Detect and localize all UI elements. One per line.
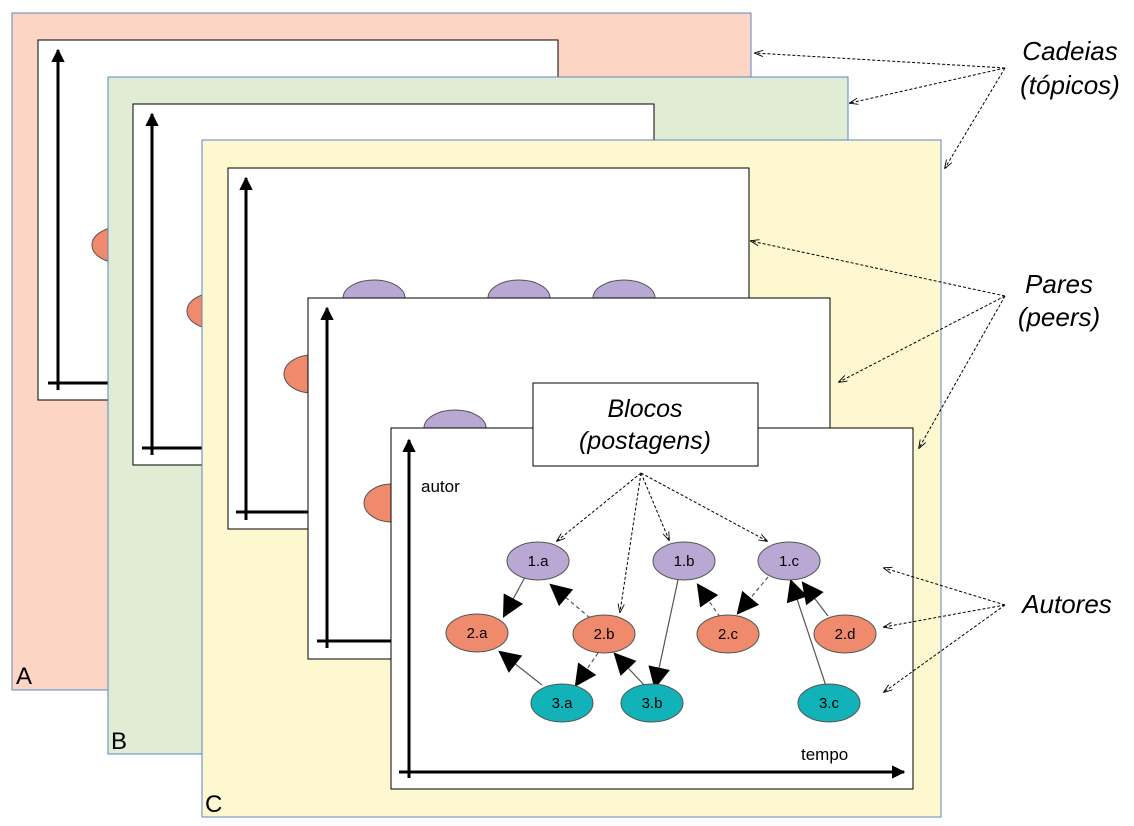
block-label: 2.a [467, 625, 489, 642]
edge-3c-1c [786, 578, 827, 687]
block-label: 1.c [779, 553, 800, 570]
blocks-label-line1: Blocos [607, 395, 682, 423]
blocks-label-line2: (postagens) [579, 427, 711, 455]
edge-1c-2c [736, 576, 769, 615]
block-label: 1.b [674, 553, 695, 570]
block-2c: 2.c [696, 614, 760, 654]
block-1a: 1.a [506, 541, 570, 581]
edge-3b-2b [613, 652, 646, 687]
chain-a-letter: A [16, 663, 32, 690]
block-3b: 3.b [620, 683, 684, 723]
edge-1b-3b [648, 579, 679, 690]
block-3a: 3.a [530, 683, 594, 723]
block-label: 2.b [594, 626, 615, 643]
block-label: 3.a [552, 695, 574, 712]
blocks-callout: Blocos (postagens) [532, 382, 759, 467]
authors-label: Autores [1020, 589, 1112, 619]
y-axis-label: autor [421, 477, 460, 496]
authors-annotation: Autores [1020, 589, 1112, 619]
block-label: 3.b [642, 695, 663, 712]
chain-b-letter: B [111, 728, 127, 755]
block-2a: 2.a [445, 613, 509, 653]
pointer-lines [557, 53, 1006, 692]
block-1b: 1.b [652, 541, 716, 581]
x-axis-label: tempo [801, 745, 848, 764]
chains-annotation: Cadeias (tópicos) [1020, 36, 1120, 100]
edge-2b-1a [549, 583, 591, 619]
chains-label-line2: (tópicos) [1020, 70, 1120, 100]
peers-annotation: Pares (peers) [1018, 269, 1100, 332]
edge-3a-2a [498, 650, 543, 686]
block-1c: 1.c [757, 541, 821, 581]
block-edges [498, 576, 829, 690]
block-label: 2.c [718, 626, 739, 643]
block-3c: 3.c [797, 683, 861, 723]
block-label: 2.d [835, 626, 856, 643]
chain-c-letter: C [205, 791, 222, 818]
peer-c-3: autor tempo 1.a 1.b 1.c [390, 427, 914, 790]
peers-label-line2: (peers) [1018, 302, 1100, 332]
chains-label-line1: Cadeias [1022, 36, 1117, 66]
block-label: 3.c [819, 695, 840, 712]
block-2b: 2.b [572, 614, 636, 654]
peers-label-line1: Pares [1025, 269, 1093, 299]
edge-1a-2a [502, 576, 526, 618]
block-2d: 2.d [813, 614, 877, 654]
block-label: 1.a [528, 553, 550, 570]
